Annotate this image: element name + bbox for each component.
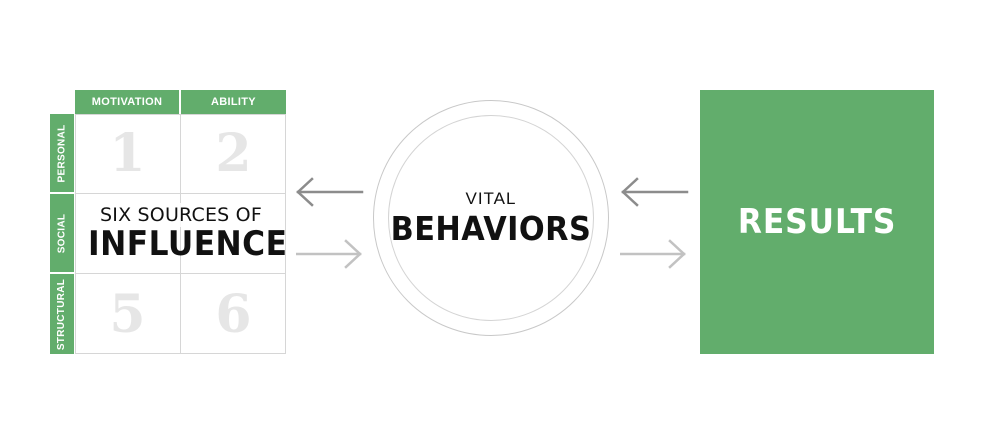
vital-behaviors-inner-ring — [388, 115, 594, 321]
cell-number-5: 5 — [109, 283, 146, 345]
arrow-left-to-grid — [296, 177, 364, 207]
results-box: RESULTS — [700, 90, 934, 354]
cell-number-1: 1 — [109, 123, 146, 184]
column-header-motivation: MOTIVATION — [75, 90, 179, 114]
row-header-structural: STRUCTURAL — [50, 274, 74, 354]
arrow-right-to-behaviors — [296, 239, 362, 269]
grid-divider-horizontal-2 — [75, 273, 286, 274]
vital-behaviors-title-small: VITAL — [465, 189, 517, 208]
row-header-personal-label: PERSONAL — [56, 124, 68, 182]
row-header-social-label: SOCIAL — [56, 213, 68, 253]
column-header-ability: ABILITY — [181, 90, 286, 114]
arrow-right-to-results — [620, 239, 686, 269]
six-sources-title-small: SIX SOURCES OF — [88, 203, 274, 227]
six-sources-title-big: INFLUENCE — [88, 224, 288, 264]
grid-divider-horizontal-1 — [75, 193, 286, 194]
row-header-structural-label: STRUCTURAL — [56, 278, 68, 350]
arrow-left-to-behaviors — [621, 177, 689, 207]
grid-divider-vertical — [180, 114, 181, 354]
row-header-personal: PERSONAL — [50, 114, 74, 192]
cell-number-2: 2 — [215, 123, 252, 184]
results-label: RESULTS — [737, 202, 897, 242]
row-header-social: SOCIAL — [50, 194, 74, 272]
six-sources-grid: MOTIVATION ABILITY PERSONAL SOCIAL STRUC… — [50, 90, 288, 354]
vital-behaviors-title-big: BEHAVIORS — [390, 209, 592, 248]
cell-number-6: 6 — [215, 283, 252, 345]
